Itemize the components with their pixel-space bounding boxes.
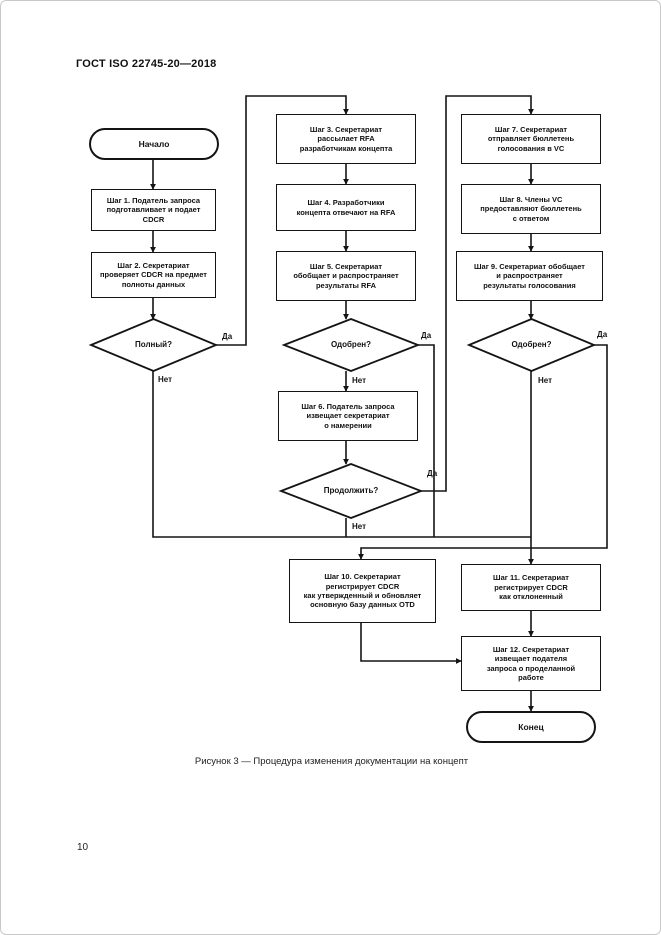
edge-s10-s12: [360, 623, 462, 664]
node-s8: Шаг 8. Члены VC предоставляют бюллетень …: [461, 184, 601, 234]
node-s2: Шаг 2. Секретариат проверяет CDCR на пре…: [91, 252, 216, 298]
edge-label-d1-no: Нет: [158, 375, 172, 384]
edge-label-d4-no-s11: Нет: [538, 376, 552, 385]
node-s7: Шаг 7. Секретариат отправляет бюллетень …: [461, 114, 601, 164]
figure-caption: Рисунок 3 — Процедура изменения документ…: [194, 756, 469, 767]
edge-label-d2-no-s6: Нет: [352, 376, 366, 385]
edge-label-d4-yes-s10: Да: [597, 330, 608, 339]
node-s3: Шаг 3. Секретариат рассылает RFA разрабо…: [276, 114, 416, 164]
edge-label-d2-yes: Да: [421, 331, 432, 340]
decision-shape-d2: [281, 318, 421, 372]
node-end: Конец: [466, 711, 596, 743]
edge-d2-yes: [418, 344, 435, 537]
edge-d3-yes-s7: [421, 95, 534, 492]
edge-d4-yes-s10: [358, 344, 608, 560]
node-s10: Шаг 10. Секретариат регистрирует CDCR ка…: [289, 559, 436, 623]
decision-shape-d4: [466, 318, 597, 372]
edge-label-d1-yes-s3: Да: [222, 332, 233, 341]
node-s5: Шаг 5. Секретариат обобщает и распростра…: [276, 251, 416, 301]
node-s12: Шаг 12. Секретариат извещает подателя за…: [461, 636, 601, 691]
node-s11: Шаг 11. Секретариат регистрирует CDCR ка…: [461, 564, 601, 611]
edge-d1-yes-s3: [216, 95, 349, 346]
node-d4: Одобрен?: [511, 340, 552, 349]
node-s6: Шаг 6. Податель запроса извещает секрета…: [278, 391, 418, 441]
node-s1: Шаг 1. Податель запроса подготавливает и…: [91, 189, 216, 231]
edge-d1-no: [152, 371, 531, 538]
page-number: 10: [77, 842, 89, 853]
document-header: ГОСТ ISO 22745-20—2018: [76, 58, 217, 70]
node-s9: Шаг 9. Секретариат обобщает и распростра…: [456, 251, 603, 301]
edge-label-d3-yes-s7: Да: [427, 469, 438, 478]
edge-label-d3-no: Нет: [352, 522, 366, 531]
node-d2: Одобрен?: [331, 340, 371, 349]
node-d1: Полный?: [135, 340, 172, 349]
node-start: Начало: [89, 128, 219, 160]
node-d3: Продолжить?: [323, 486, 379, 495]
decision-shape-d3: [278, 463, 424, 519]
node-s4: Шаг 4. Разработчики концепта отвечают на…: [276, 184, 416, 231]
decision-shape-d1: [88, 318, 219, 372]
